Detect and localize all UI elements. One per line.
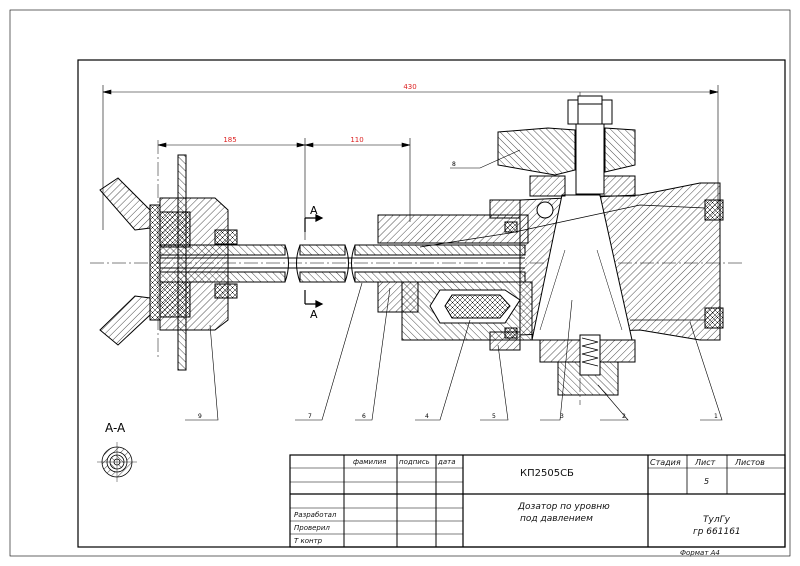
handwheel-flange: [159, 154, 238, 371]
title-block-grid: [289, 454, 786, 548]
dimension-lines: [102, 85, 719, 240]
leader-6: 6: [362, 413, 366, 420]
dim-middle: 110: [350, 136, 363, 144]
title-line-2: под давлением: [520, 514, 593, 524]
leader-9: 9: [198, 413, 202, 420]
col-surname: фамилия: [353, 458, 387, 466]
section-mark-top: A: [310, 204, 318, 217]
star-handle: [99, 177, 161, 346]
dim-left: 185: [223, 136, 236, 144]
section-marks: [304, 214, 324, 308]
role-tcontrol: Т контр: [294, 537, 323, 545]
role-checked: Проверил: [294, 524, 330, 532]
sheets-label: Листов: [735, 458, 765, 467]
role-developed: Разработал: [294, 511, 337, 519]
col-date: дата: [438, 458, 456, 466]
leader-numbers: 9 7 6 4 5 3 2 1 8: [198, 161, 718, 420]
org-line-2: гр 661161: [693, 527, 741, 537]
leader-1: 1: [714, 413, 718, 420]
right-body: [419, 95, 724, 396]
col-signature: подпись: [399, 458, 430, 466]
rod-tube: [159, 244, 526, 283]
sheet-number: 5: [704, 477, 710, 486]
leader-lines: [185, 149, 723, 421]
leader-8: 8: [452, 161, 456, 168]
leader-7: 7: [308, 413, 312, 420]
leader-3: 3: [560, 413, 564, 420]
dim-overall: 430: [403, 83, 416, 91]
sheet-label: Лист: [695, 458, 716, 467]
dimension-labels: 430 185 110: [223, 83, 416, 144]
leader-4: 4: [425, 413, 429, 420]
section-view-aa: [97, 442, 137, 482]
stage-label: Стадия: [650, 458, 681, 467]
leader-5: 5: [492, 413, 496, 420]
leader-2: 2: [622, 413, 626, 420]
org-line-1: ТулГу: [703, 515, 730, 525]
format-label: Формат А4: [680, 549, 720, 557]
designation: КП2505СБ: [520, 468, 574, 479]
section-label: A-A: [105, 421, 126, 435]
section-mark-bottom: A: [310, 308, 318, 321]
title-line-1: Дозатор по уровню: [518, 502, 610, 512]
